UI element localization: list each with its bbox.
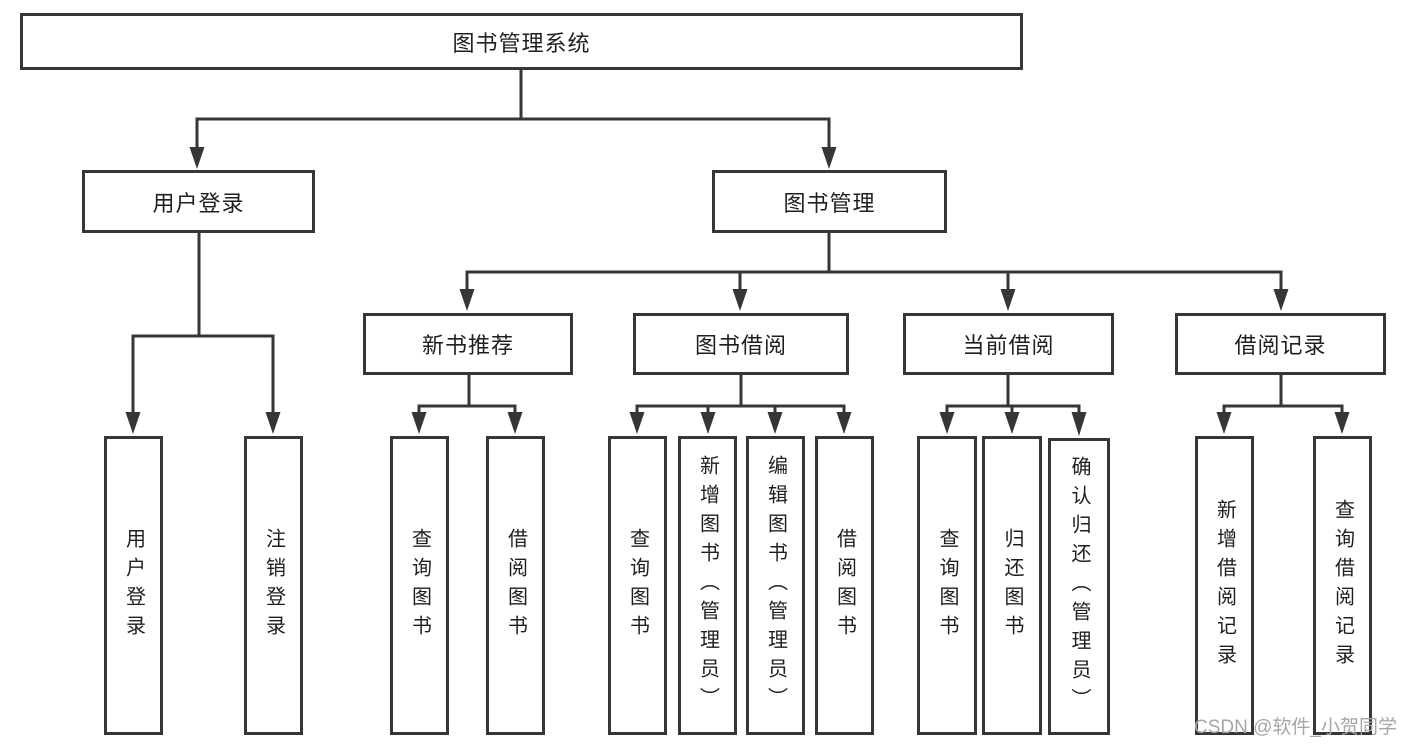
node-label: 查询图书 (936, 527, 958, 644)
node-leaf-query-books-2: 查询图书 (608, 436, 667, 735)
node-label: 归还图书 (1001, 527, 1023, 644)
node-label: 借阅记录 (1234, 333, 1327, 358)
node-current-borrowing: 当前借阅 (903, 313, 1114, 375)
node-label: 查询图书 (408, 527, 431, 644)
node-label: 当前借阅 (962, 333, 1055, 358)
node-label: 新书推荐 (421, 333, 514, 358)
node-leaf-confirm-return-admin: 确认归还（管理员） (1048, 438, 1110, 735)
node-leaf-add-books-admin: 新增图书（管理员） (678, 436, 737, 735)
node-leaf-query-borrow-record: 查询借阅记录 (1313, 436, 1372, 735)
node-label: 新增借阅记录 (1213, 498, 1236, 673)
node-leaf-query-books-1: 查询图书 (390, 436, 449, 735)
node-label: 编辑图书（管理员） (764, 455, 787, 716)
node-label: 查询图书 (626, 527, 649, 644)
node-label: 图书借阅 (694, 333, 787, 358)
node-leaf-borrow-books-1: 借阅图书 (486, 436, 545, 735)
node-new-book-recommend: 新书推荐 (363, 313, 573, 375)
node-leaf-user-login: 用户登录 (104, 436, 163, 735)
node-label: 图书管理系统 (452, 30, 591, 56)
node-label: 用户登录 (152, 190, 245, 216)
node-label: 借阅图书 (833, 527, 856, 644)
node-leaf-edit-books-admin: 编辑图书（管理员） (746, 436, 805, 735)
node-label: 查询借阅记录 (1331, 498, 1354, 673)
node-label: 确认归还（管理员） (1068, 456, 1090, 717)
node-label: 图书管理 (783, 190, 876, 216)
node-book-management: 图书管理 (712, 170, 947, 233)
node-borrowing-records: 借阅记录 (1175, 313, 1386, 375)
node-label: 用户登录 (122, 527, 145, 644)
node-leaf-return-books: 归还图书 (982, 436, 1042, 735)
node-label: 借阅图书 (504, 527, 527, 644)
node-label: 新增图书（管理员） (696, 455, 719, 716)
node-root-library-system: 图书管理系统 (20, 13, 1023, 70)
node-leaf-borrow-books-2: 借阅图书 (815, 436, 874, 735)
node-leaf-query-books-3: 查询图书 (917, 436, 977, 735)
node-leaf-add-borrow-record: 新增借阅记录 (1195, 436, 1254, 735)
watermark: CSDN @软件_小贺同学 (1194, 717, 1397, 738)
node-user-login: 用户登录 (82, 170, 315, 233)
node-label: 注销登录 (262, 527, 285, 644)
node-book-borrowing: 图书借阅 (633, 313, 849, 375)
node-leaf-logout: 注销登录 (244, 436, 303, 735)
